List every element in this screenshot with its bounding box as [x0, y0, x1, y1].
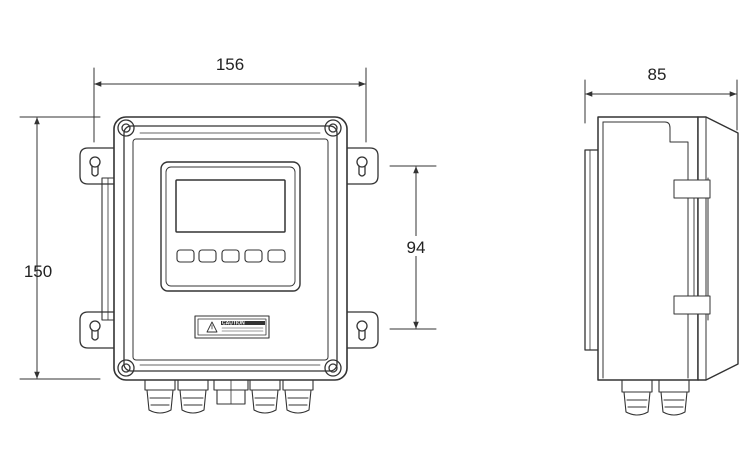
caution-label: CAUTION [194, 315, 270, 339]
cable-gland [282, 375, 314, 414]
display-window [160, 161, 301, 292]
corner-screw [324, 359, 342, 377]
mounting-plate-side [584, 149, 600, 351]
corner-screw [117, 119, 135, 137]
dimension-window-height-label: 94 [407, 238, 426, 257]
dimension-window-height: 94 [389, 165, 437, 330]
keypad [176, 249, 286, 263]
dimension-width-label: 156 [216, 55, 244, 74]
cable-gland [177, 375, 209, 414]
front-view: CAUTION [79, 116, 379, 414]
dimension-depth-label: 85 [648, 65, 667, 84]
mounting-ear-bottom-right [343, 311, 379, 349]
cable-gland [213, 379, 249, 405]
cable-gland [249, 375, 281, 414]
side-view [584, 116, 739, 416]
warning-triangle-icon [206, 321, 218, 333]
corner-screw [117, 359, 135, 377]
caution-title: CAUTION [222, 321, 245, 327]
housing-side [597, 116, 739, 381]
cable-gland [658, 377, 690, 416]
keypad-button [176, 249, 195, 263]
keypad-button [198, 249, 217, 263]
dimension-height: 150 [19, 116, 101, 380]
keypad-button [267, 249, 286, 263]
cable-glands-front [144, 375, 314, 414]
keypad-button [244, 249, 263, 263]
mounting-ear-top-right [343, 147, 379, 185]
mounting-bracket [101, 177, 116, 321]
lcd-screen [175, 179, 286, 233]
mounting-ear-bottom-left [79, 311, 118, 349]
dimension-depth: 85 [584, 65, 738, 131]
mounting-ear-top-left [79, 147, 118, 185]
dimension-width: 156 [93, 55, 367, 143]
cable-gland [621, 377, 653, 416]
housing-front [113, 116, 348, 381]
keypad-button [221, 249, 240, 263]
cable-gland [144, 375, 176, 414]
corner-screw [324, 119, 342, 137]
cable-glands-side [621, 377, 690, 416]
dimension-height-label: 150 [24, 262, 52, 281]
